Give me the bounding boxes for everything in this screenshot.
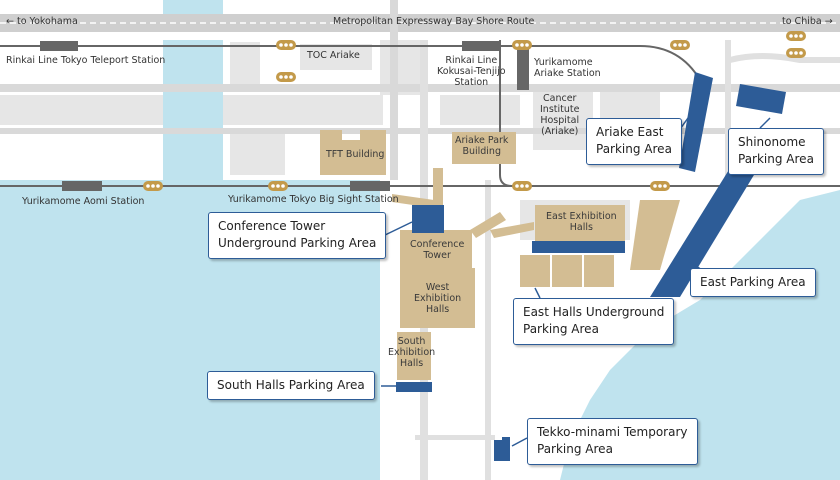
conference-tower-parking — [412, 205, 444, 233]
conference-tower-parking-callout[interactable]: Conference Tower Underground Parking Are… — [208, 212, 387, 259]
east-hall-annex — [630, 200, 680, 270]
south-halls-parking — [396, 382, 432, 392]
ariake-park-building — [452, 132, 516, 164]
tft-building-label: TFT Building — [326, 149, 385, 160]
bus-stop-icon — [512, 181, 532, 191]
road-ew — [415, 435, 495, 440]
pointer — [382, 221, 413, 237]
canal-west — [163, 40, 223, 180]
east-parking — [650, 160, 760, 297]
pointer — [759, 117, 771, 129]
road-ns — [390, 0, 398, 180]
road-ns — [725, 40, 731, 190]
bus-stop-icon — [276, 40, 296, 50]
walkway — [490, 222, 534, 238]
road-curve — [729, 53, 840, 63]
road-ns — [485, 180, 491, 480]
west-halls-label: West Exhibition Halls — [414, 282, 462, 315]
bus-stop-icon — [276, 72, 296, 82]
expressway-name: Metropolitan Expressway Bay Shore Route — [333, 16, 535, 27]
bus-stop-icon — [786, 48, 806, 58]
pointer — [511, 437, 528, 447]
east-hall-block — [584, 255, 614, 287]
south-halls-building — [397, 332, 431, 380]
east-halls-underground-parking — [532, 241, 625, 253]
block — [0, 95, 163, 125]
ariake-station-label: Yurikamome Ariake Station — [534, 57, 601, 79]
walkway — [392, 194, 434, 208]
south-halls-label: South Exhibition Halls — [388, 336, 436, 369]
bus-stop-icon — [268, 181, 288, 191]
ariake-east-parking — [679, 72, 713, 172]
kokusai-tenjijo-station-marker — [462, 41, 500, 51]
bus-stop-icon — [650, 181, 670, 191]
block — [230, 42, 260, 92]
bus-stop-icon — [512, 40, 532, 50]
south-halls-parking-callout[interactable]: South Halls Parking Area — [207, 371, 375, 401]
block — [230, 130, 285, 175]
walkway — [433, 168, 443, 208]
teleport-station-label: Rinkai Line Tokyo Teleport Station — [6, 55, 166, 66]
conference-tower-label: Conference Tower — [410, 239, 465, 261]
east-hall-block — [552, 255, 582, 287]
west-halls-building — [400, 268, 475, 328]
tekko-minami-parking — [494, 437, 510, 461]
bus-stop-icon — [786, 31, 806, 41]
yurikamome-curve — [499, 40, 513, 187]
big-sight-station-label: Yurikamome Tokyo Big Sight Station — [228, 194, 399, 205]
expressway-to-chiba: to Chiba → — [782, 16, 833, 27]
east-halls-label: East Exhibition Halls — [546, 211, 617, 233]
ariake-station-marker — [517, 48, 529, 90]
east-parking-callout[interactable]: East Parking Area — [690, 268, 816, 298]
block-hospital — [533, 90, 593, 150]
aomi-station-label: Yurikamome Aomi Station — [22, 196, 145, 207]
east-hall-block — [520, 255, 550, 287]
block — [440, 95, 520, 125]
tft-building — [320, 130, 386, 175]
ariake-park-building-label: Ariake Park Building — [455, 135, 509, 157]
expressway-to-yokohama: ← to Yokohama — [6, 16, 78, 27]
bus-stop-icon — [670, 40, 690, 50]
kokusai-tenjijo-station-label: Rinkai Line Kokusai-Tenjijo Station — [437, 55, 506, 88]
conference-tower-building — [400, 230, 472, 268]
aomi-station-marker — [62, 181, 102, 191]
canal-west-top — [163, 0, 223, 15]
shinonome-parking-callout[interactable]: Shinonome Parking Area — [728, 128, 824, 175]
block — [223, 95, 383, 125]
east-halls-building — [535, 205, 625, 243]
toc-ariake-label: TOC Ariake — [307, 50, 360, 61]
tekko-minami-parking-callout[interactable]: Tekko-minami Temporary Parking Area — [527, 418, 698, 465]
walkway — [470, 212, 506, 238]
pointer — [534, 287, 541, 299]
cancer-hospital-label: Cancer Institute Hospital (Ariake) — [540, 93, 580, 137]
teleport-station-marker — [40, 41, 78, 51]
bus-stop-icon — [143, 181, 163, 191]
big-sight-station-marker — [350, 181, 390, 191]
ariake-east-parking-callout[interactable]: Ariake East Parking Area — [586, 118, 682, 165]
shinonome-parking — [736, 84, 786, 114]
east-halls-underground-parking-callout[interactable]: East Halls Underground Parking Area — [513, 298, 675, 345]
block-toc — [300, 44, 372, 70]
